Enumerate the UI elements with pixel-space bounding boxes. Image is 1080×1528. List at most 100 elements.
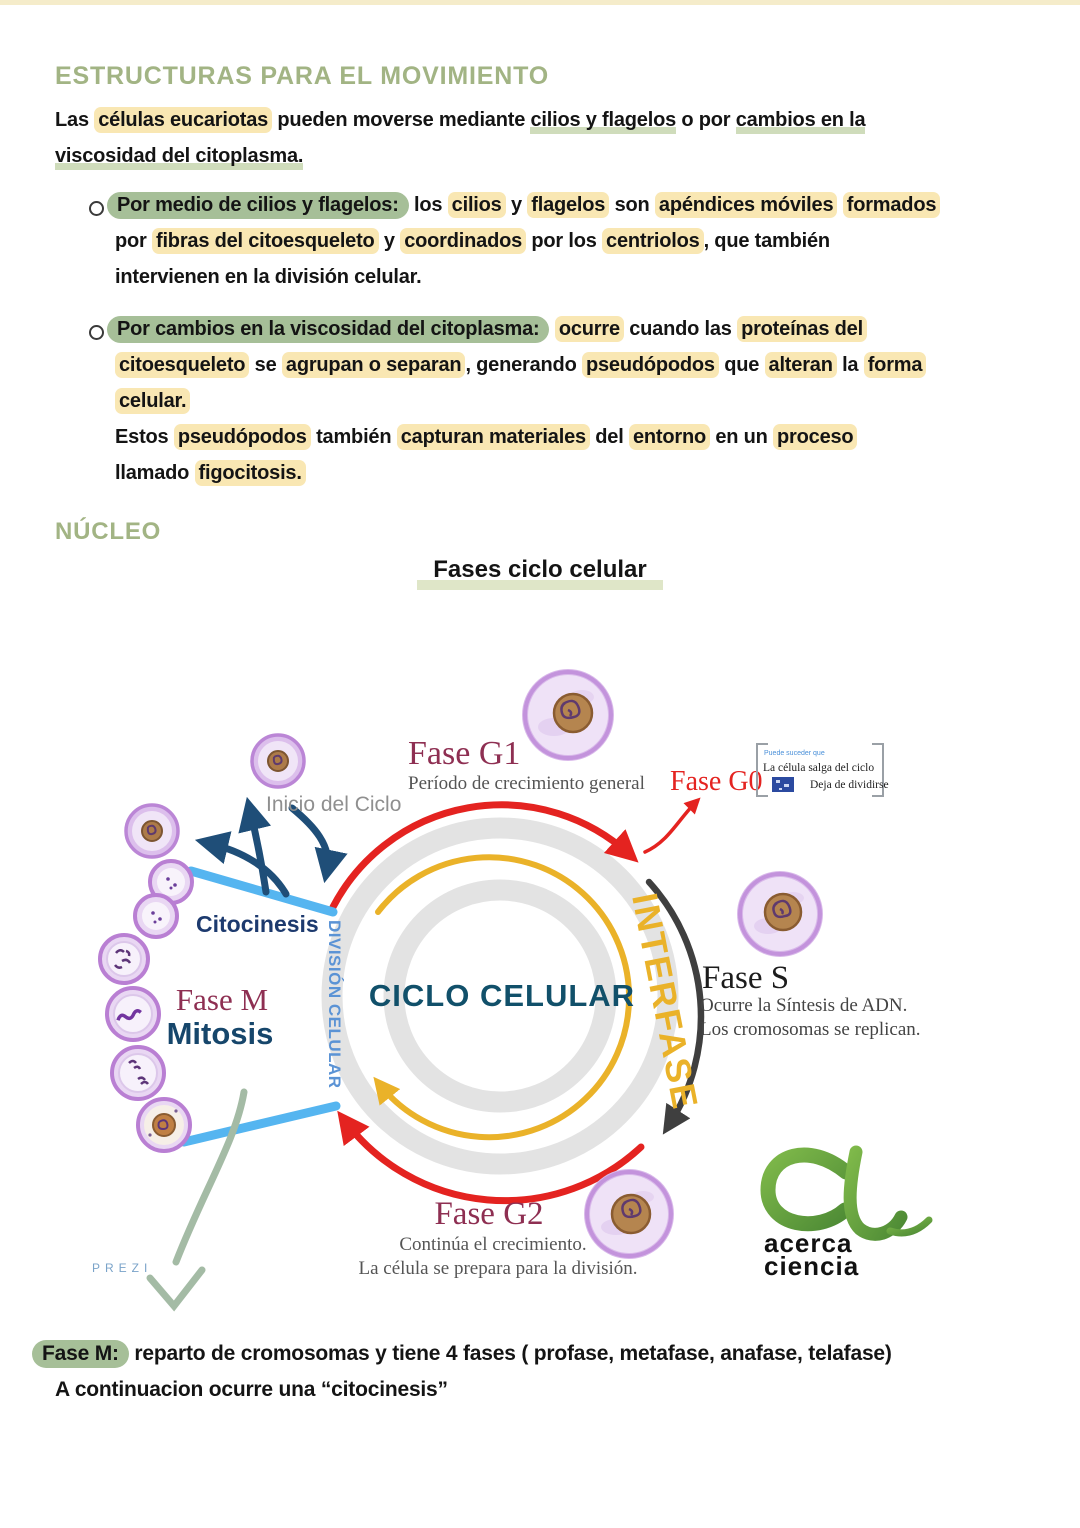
g1-red-arc-arrow bbox=[329, 801, 639, 911]
green-highlight: Por cambios en la viscosidad del citopla… bbox=[107, 316, 550, 343]
prezi-watermark: PREZI bbox=[92, 1261, 152, 1275]
fase-g0-note-line2: Deja de dividirse bbox=[810, 779, 889, 791]
section-title-movimiento: ESTRUCTURAS PARA EL MOVIMIENTO bbox=[55, 62, 549, 90]
yellow-highlight: citoesqueleto bbox=[115, 352, 250, 378]
fase-s-title: Fase S bbox=[702, 960, 789, 996]
acerca-ciencia-logo: acerca ciencia bbox=[760, 1145, 933, 1281]
cell-dividing bbox=[133, 859, 194, 939]
section-title-nucleo: NÚCLEO bbox=[55, 518, 162, 545]
underlined-text: viscosidad del citoplasma. bbox=[55, 145, 303, 170]
yellow-highlight: forma bbox=[863, 352, 927, 378]
cell-interphase-small-top bbox=[250, 733, 306, 789]
plain-text: intervienen en la división celular. bbox=[115, 266, 422, 288]
plain-text: del bbox=[589, 426, 629, 448]
ciclo-celular-label: CICLO CELULAR bbox=[369, 978, 635, 1013]
underlined-text: cilios y flagelos bbox=[530, 109, 676, 134]
yellow-highlight: células eucariotas bbox=[94, 107, 273, 133]
plain-text: cuando las bbox=[623, 318, 738, 340]
inner-ring bbox=[383, 879, 617, 1113]
exit-arrow-up-left bbox=[194, 831, 290, 898]
bullet-viscosidad-p1: Por cambios en la viscosidad del citopla… bbox=[107, 311, 1045, 419]
yellow-highlight: fibras del citoesqueleto bbox=[151, 228, 379, 254]
yellow-highlight: pseudópodos bbox=[581, 352, 719, 378]
bullet-viscosidad: Por cambios en la viscosidad del citopla… bbox=[89, 311, 1045, 491]
fase-g0-note-line1: La célula salga del ciclo bbox=[763, 762, 874, 774]
fase-g1-desc: Período de crecimiento general bbox=[408, 773, 645, 794]
plain-text: , generando bbox=[465, 354, 582, 376]
plain-text: Estos bbox=[115, 426, 174, 448]
plain-text: en un bbox=[709, 426, 774, 448]
yellow-highlight: cilios bbox=[447, 192, 506, 218]
plain-text: Las bbox=[55, 109, 95, 131]
outer-ring bbox=[321, 817, 679, 1175]
plain-text: son bbox=[609, 194, 655, 216]
s-black-arc-arrow bbox=[645, 878, 705, 1135]
plain-text: o por bbox=[676, 109, 736, 131]
yellow-highlight: flagelos bbox=[527, 192, 610, 218]
footer-line2: A continuacion ocurre una “citocinesis” bbox=[40, 1372, 1050, 1408]
plain-text bbox=[837, 194, 842, 216]
plain-text: , que también bbox=[703, 230, 831, 252]
yellow-highlight: celular. bbox=[115, 388, 191, 414]
fase-g2-desc2: La célula se prepara para la división. bbox=[358, 1258, 637, 1279]
yellow-highlight: formados bbox=[842, 192, 941, 218]
cell-prophase bbox=[98, 933, 150, 985]
cycle-boundary-line-bottom bbox=[179, 1101, 341, 1147]
plain-text: por los bbox=[526, 230, 603, 252]
cell-interphase-small-left bbox=[124, 803, 180, 859]
bullet-ring-icon bbox=[89, 201, 104, 216]
yellow-highlight: capturan materiales bbox=[396, 424, 590, 450]
plain-text: la bbox=[836, 354, 864, 376]
bullet-ring-icon bbox=[89, 325, 104, 340]
footer-line1: Fase M: reparto de cromosomas y tiene 4 … bbox=[32, 1336, 1050, 1372]
fase-g0-note: Puede suceder que La célula salga del ci… bbox=[756, 743, 889, 797]
inicio-entry-arrow bbox=[288, 804, 348, 884]
cell-telophase bbox=[136, 1097, 192, 1153]
yellow-highlight: pseudópodos bbox=[173, 424, 311, 450]
page-edge-strip bbox=[0, 0, 1080, 5]
cell-exit-icon bbox=[772, 777, 794, 792]
inicio-del-ciclo-label: Inicio del Ciclo bbox=[266, 793, 401, 816]
plain-text: pueden moverse mediante bbox=[272, 109, 531, 131]
yellow-highlight: figocitosis. bbox=[194, 460, 306, 486]
diagram-title: Fases ciclo celular bbox=[417, 556, 663, 590]
logo-a-brush-icon bbox=[760, 1145, 933, 1241]
cell-metaphase bbox=[105, 986, 161, 1042]
fase-m-title: Fase M bbox=[176, 982, 268, 1017]
yellow-highlight: alteran bbox=[764, 352, 837, 378]
yellow-highlight: proceso bbox=[773, 424, 858, 450]
g2-red-arc-arrow bbox=[337, 1110, 645, 1205]
fase-s-desc1: Ocurre la Síntesis de ADN. bbox=[700, 995, 907, 1016]
yellow-highlight: coordinados bbox=[400, 228, 527, 254]
fase-g2-desc1: Continúa el crecimiento. bbox=[399, 1234, 586, 1255]
cell-cycle-diagram: CICLO CELULAR INTERFASE DIVISIÓN CELULAR… bbox=[92, 669, 933, 1312]
green-highlight: Por medio de cilios y flagelos: bbox=[107, 192, 409, 219]
plain-text: llamado bbox=[115, 462, 195, 484]
fase-g0-title: Fase G0 bbox=[670, 766, 763, 797]
yellow-highlight: ocurre bbox=[554, 316, 624, 342]
intro-paragraph: Las células eucariotas pueden moverse me… bbox=[55, 102, 1015, 174]
plain-text: y bbox=[505, 194, 528, 216]
cell-anaphase bbox=[110, 1045, 166, 1101]
hand-drawn-arrow bbox=[146, 1088, 248, 1312]
bullet-viscosidad-p2: Estos pseudópodos también capturan mater… bbox=[115, 419, 1045, 491]
fase-g1-title: Fase G1 bbox=[408, 735, 520, 772]
plain-text: por bbox=[115, 230, 152, 252]
plain-text: y bbox=[378, 230, 401, 252]
plain-text: los bbox=[408, 194, 448, 216]
plain-text: reparto de cromosomas y tiene 4 fases ( … bbox=[128, 1342, 892, 1365]
plain-text: que bbox=[718, 354, 765, 376]
fase-g2-title: Fase G2 bbox=[434, 1196, 543, 1232]
division-celular-label: DIVISIÓN CELULAR bbox=[325, 920, 344, 1089]
plain-text: se bbox=[249, 354, 282, 376]
bullet-cilios-text: Por medio de cilios y flagelos: los cili… bbox=[107, 187, 1045, 295]
footer-note: Fase M: reparto de cromosomas y tiene 4 … bbox=[32, 1336, 1050, 1408]
yellow-highlight: proteínas del bbox=[737, 316, 867, 342]
plain-text: A continuacion ocurre una “citocinesis” bbox=[55, 1378, 448, 1401]
green-highlight: Fase M: bbox=[32, 1340, 129, 1368]
cell-s-large bbox=[737, 871, 823, 957]
citocinesis-label: Citocinesis bbox=[196, 911, 319, 937]
yellow-highlight: centriolos bbox=[602, 228, 704, 254]
cell-g1-large bbox=[522, 669, 614, 761]
